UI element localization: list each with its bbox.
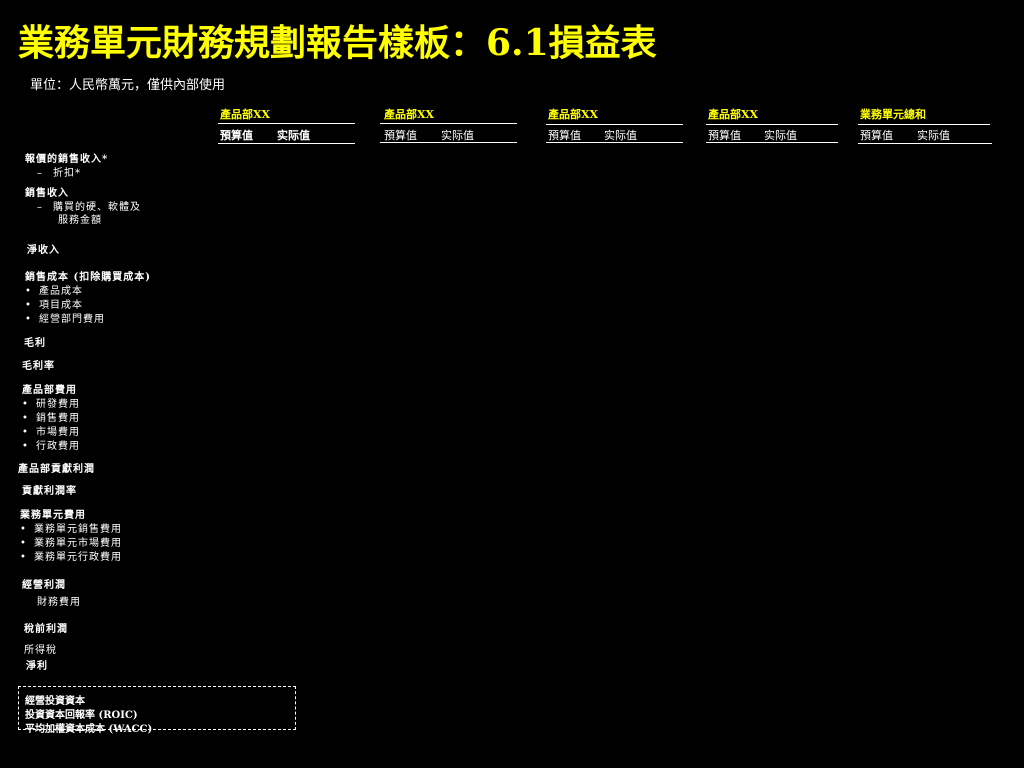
row-product-cost: • 產品成本 (25, 282, 83, 297)
header-rule (546, 124, 683, 125)
budget-label: 預算值 (384, 129, 417, 142)
dash-marker: – (37, 202, 43, 213)
column-header-dept-3: 產品部XX (548, 108, 599, 121)
actual-label: 实际值 (277, 129, 310, 142)
subheader-rule (546, 142, 683, 143)
row-marketing-expense-label: 市場費用 (36, 427, 80, 438)
bullet-icon: • (25, 300, 32, 311)
column-header-bu-total: 業務單元總和 (860, 108, 926, 121)
row-net-profit: 淨利 (26, 661, 48, 672)
subheader-rule (858, 143, 992, 144)
operating-invested-capital: 經營投資資本 (25, 696, 85, 707)
actual-label: 实际值 (764, 129, 797, 142)
row-operating-profit: 經營利潤 (22, 580, 66, 591)
bullet-icon: • (20, 538, 27, 549)
unit-note: 單位：人民幣萬元，僅供內部使用 (30, 78, 226, 93)
row-purchased-hw: –購買的硬、軟體及 (37, 198, 141, 213)
subheader-rule (218, 143, 355, 144)
row-discount: –折扣* (37, 164, 81, 179)
bullet-icon: • (22, 399, 29, 410)
row-bu-admin: • 業務單元行政費用 (20, 548, 122, 563)
budget-label: 預算值 (860, 129, 893, 142)
row-purchased-hw-cont: 服務金額 (58, 215, 102, 226)
bullet-icon: • (25, 286, 32, 297)
row-sales-revenue: 銷售收入 (25, 188, 69, 199)
bullet-icon: • (22, 427, 29, 438)
row-gross-profit: 毛利 (24, 338, 46, 349)
row-quoted-sales: 報價的銷售收入* (25, 154, 109, 165)
row-dept-contribution: 產品部貢獻利潤 (18, 464, 95, 475)
row-bu-selling-label: 業務單元銷售費用 (34, 524, 122, 535)
row-ops-dept-cost: • 經營部門費用 (25, 310, 105, 325)
bullet-icon: • (20, 552, 27, 563)
actual-label: 实际值 (917, 129, 950, 142)
row-purchased-hw-label: 購買的硬、軟體及 (53, 202, 141, 213)
row-selling-expense: • 銷售費用 (22, 409, 80, 424)
header-rule (218, 123, 355, 124)
column-header-dept-1: 產品部XX (220, 108, 271, 121)
row-rd-expense: • 研發費用 (22, 395, 80, 410)
row-bu-admin-label: 業務單元行政費用 (34, 552, 122, 563)
actual-label: 实际值 (604, 129, 637, 142)
row-discount-label: 折扣* (53, 168, 81, 179)
row-income-tax: 所得稅 (24, 645, 57, 656)
row-dept-expense: 產品部費用 (22, 385, 77, 396)
budget-label: 預算值 (708, 129, 741, 142)
row-finance-cost: 財務費用 (37, 597, 81, 608)
row-net-revenue: 淨收入 (27, 245, 60, 256)
page-title: 業務單元財務規劃報告樣板：6.1損益表 (18, 22, 657, 64)
row-gross-margin: 毛利率 (22, 361, 55, 372)
bullet-icon: • (20, 524, 27, 535)
row-bu-marketing-label: 業務單元市場費用 (34, 538, 122, 549)
row-contribution-margin: 貢獻利潤率 (22, 486, 77, 497)
row-bu-selling: • 業務單元銷售費用 (20, 520, 122, 535)
row-project-cost-label: 項目成本 (39, 300, 83, 311)
header-rule (858, 124, 990, 125)
row-project-cost: • 項目成本 (25, 296, 83, 311)
row-bu-marketing: • 業務單元市場費用 (20, 534, 122, 549)
row-ops-dept-cost-label: 經營部門費用 (39, 314, 105, 325)
budget-label: 預算值 (220, 129, 253, 142)
budget-label: 預算值 (548, 129, 581, 142)
row-bu-expense: 業務單元費用 (20, 510, 86, 521)
subheader-rule (706, 142, 838, 143)
row-product-cost-label: 產品成本 (39, 286, 83, 297)
bullet-icon: • (22, 441, 29, 452)
row-admin-expense-label: 行政費用 (36, 441, 80, 452)
wacc-label: 平均加權資本成本 (WACC) (25, 724, 153, 735)
dash-marker: – (37, 168, 43, 179)
row-pretax-profit: 稅前利潤 (24, 624, 68, 635)
header-rule (706, 124, 838, 125)
row-cogs: 銷售成本 (扣除購買成本) (25, 272, 151, 283)
roic-label: 投資資本回報率 (ROIC) (25, 710, 138, 721)
column-header-dept-4: 產品部XX (708, 108, 759, 121)
row-rd-expense-label: 研發費用 (36, 399, 80, 410)
header-rule (380, 123, 517, 124)
actual-label: 实际值 (441, 129, 474, 142)
row-marketing-expense: • 市場費用 (22, 423, 80, 438)
bullet-icon: • (25, 314, 32, 325)
subheader-rule (380, 142, 517, 143)
column-header-dept-2: 產品部XX (384, 108, 435, 121)
row-selling-expense-label: 銷售費用 (36, 413, 80, 424)
bullet-icon: • (22, 413, 29, 424)
row-admin-expense: • 行政費用 (22, 437, 80, 452)
capital-metrics-box: 經營投資資本 投資資本回報率 (ROIC) 平均加權資本成本 (WACC) (18, 686, 296, 735)
